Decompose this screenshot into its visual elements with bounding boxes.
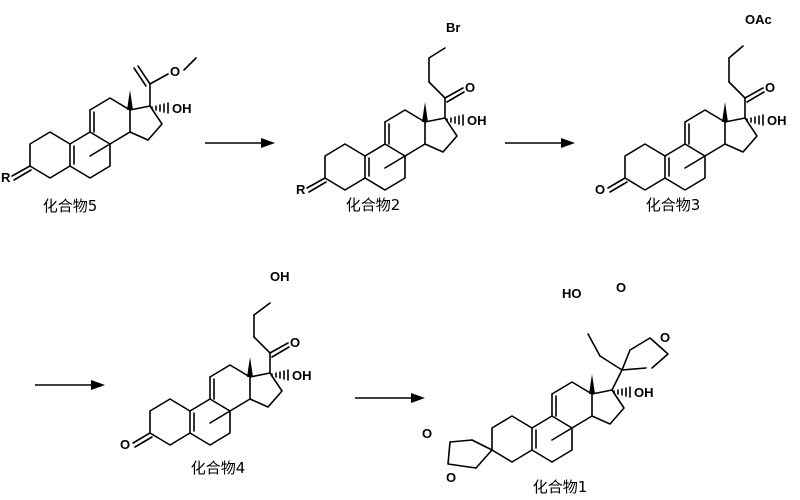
ring-ketone-oxygen-label: O <box>120 437 130 452</box>
primary-hydroxyl-label: OH <box>270 269 290 284</box>
r-group-label: R <box>296 182 306 197</box>
ketal-oxygen-label: O <box>422 426 432 441</box>
hydroxyl-label: OH <box>767 113 787 128</box>
hydroxyl-label: OH <box>634 385 654 400</box>
hydroxyl-label: OH <box>292 368 312 383</box>
hydroxyl-label: OH <box>172 101 192 116</box>
compound-5-caption: 化合物5 <box>43 197 98 215</box>
arrow-2-to-3 <box>504 137 576 149</box>
ketone-oxygen-label: O <box>765 80 775 95</box>
arrow-4-to-1 <box>354 392 426 404</box>
compound-1-caption: 化合物1 <box>533 478 588 496</box>
compound-2-caption: 化合物2 <box>346 196 401 214</box>
methoxy-oxygen-label: O <box>170 64 180 79</box>
compound-2: R OH O Br 化合物2 <box>296 20 487 214</box>
ketone-oxygen-label: O <box>290 335 300 350</box>
acetate-label: OAc <box>745 12 772 27</box>
bromine-label: Br <box>446 20 460 35</box>
compound-4: O OH O OH 化合物4 <box>120 269 312 477</box>
ketal-oxygen-label-2: O <box>446 470 456 485</box>
arrow-3-to-4 <box>34 379 106 391</box>
ring-ketone-oxygen-label: O <box>595 182 605 197</box>
ketal-oxygen-label-4: O <box>660 330 670 345</box>
compound-1: O O O O HO OH 化合物1 <box>422 280 670 496</box>
arrow-5-to-2 <box>204 137 276 149</box>
compound-3: O OH O OAc 化合物3 <box>595 12 787 214</box>
r-group-label: R <box>1 170 11 185</box>
hydroxyl-label: OH <box>467 113 487 128</box>
compound-5: R OH O 化合物5 <box>1 57 197 215</box>
compound-3-caption: 化合物3 <box>646 196 701 214</box>
ketone-oxygen-label: O <box>465 80 475 95</box>
primary-hydroxyl-label: HO <box>562 286 582 301</box>
compound-4-caption: 化合物4 <box>191 459 246 477</box>
ketal-oxygen-label-3: O <box>616 280 626 295</box>
